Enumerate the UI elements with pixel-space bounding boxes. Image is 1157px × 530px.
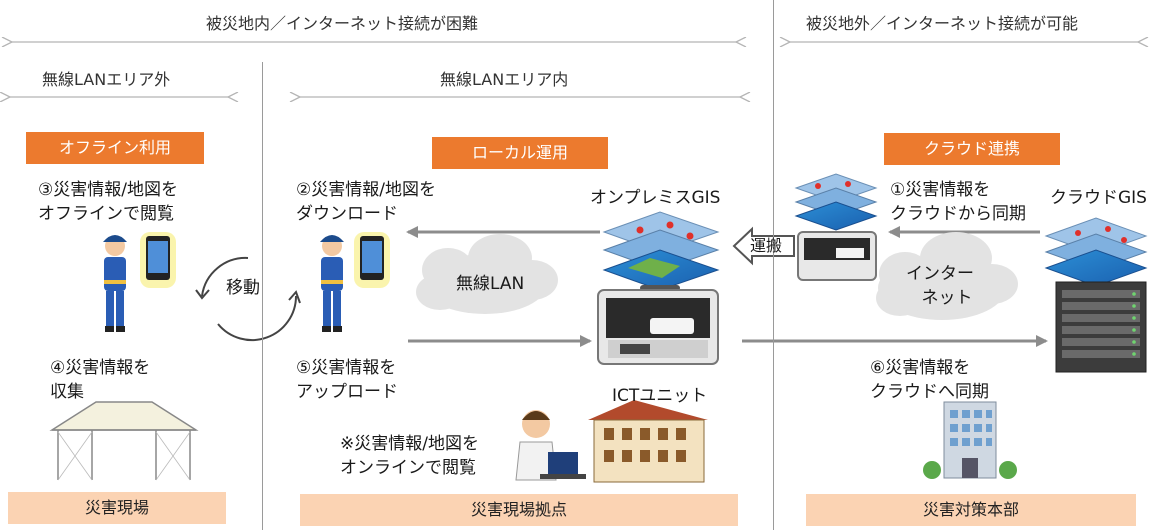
onprem-gis-label: オンプレミスGIS: [590, 188, 721, 208]
step3-line1: ③災害情報/地図を: [38, 180, 178, 200]
internet-line1: インター: [906, 264, 974, 284]
server-rack-icon: [1055, 281, 1147, 373]
internet-line2: ネット: [921, 288, 973, 308]
wlan-cloud-icon: [416, 234, 558, 314]
tag-cloud-link: クラウド連携: [884, 133, 1060, 165]
person-laptop-icon: [515, 410, 586, 481]
smartphone-icon-local: [354, 232, 390, 288]
transported-gis-icon: [794, 173, 878, 281]
zone-header-outside: 被災地外／インターネット接続が可能: [806, 14, 1079, 33]
step3-text: ③災害情報/地図を オフラインで閲覧: [38, 178, 178, 226]
onprem-gis-layers-icon: [602, 211, 720, 291]
step4-line2: 収集: [50, 382, 84, 402]
step6-line2: クラウドへ同期: [870, 382, 989, 402]
wlan-label: 無線LAN: [456, 274, 525, 294]
firefighter-icon-local: [320, 235, 344, 332]
step2-line2: ダウンロード: [296, 204, 398, 224]
transport-arrow-icon: [732, 226, 795, 266]
zone-header-lan-out: 無線LANエリア外: [42, 70, 171, 89]
hq-building-icon: [923, 401, 1017, 479]
ict-unit-suitcase-icon: [597, 285, 719, 365]
step1-line1: ①災害情報を: [890, 180, 991, 200]
online-view-note: ※災害情報/地図を オンラインで閲覧: [340, 432, 479, 480]
step3-line2: オフラインで閲覧: [38, 204, 174, 224]
step1-line2: クラウドから同期: [890, 204, 1026, 224]
internet-label: インター ネット: [906, 262, 974, 310]
internet-cloud-icon: [876, 232, 1018, 320]
smartphone-icon-offline: [140, 232, 176, 288]
step6-text: ⑥災害情報を クラウドへ同期: [870, 356, 989, 404]
move-cycle-icon: [195, 256, 301, 342]
step5-line2: アップロード: [296, 382, 398, 402]
tag-local-operation: ローカル運用: [432, 137, 608, 169]
note-line1: ※災害情報/地図を: [340, 434, 479, 454]
separator-site-base: [262, 62, 263, 530]
separator-base-hq: [773, 0, 774, 530]
step5-line1: ⑤災害情報を: [296, 358, 397, 378]
cloud-gis-layers-icon: [1044, 217, 1148, 287]
range-arrows: [10, 42, 1138, 97]
move-label: 移動: [226, 278, 260, 298]
transport-label: 運搬: [750, 236, 783, 255]
step2-text: ②災害情報/地図を ダウンロード: [296, 178, 436, 226]
flow-arrows: [406, 226, 1048, 347]
zone-header-inside: 被災地内／インターネット接続が困難: [206, 14, 479, 33]
zone-header-lan-in: 無線LANエリア内: [440, 70, 569, 89]
note-line2: オンラインで閲覧: [340, 458, 476, 478]
firefighter-icon-offline: [103, 235, 127, 332]
band-site-base: 災害現場拠点: [300, 494, 738, 526]
step2-line1: ②災害情報/地図を: [296, 180, 436, 200]
step6-line1: ⑥災害情報を: [870, 358, 971, 378]
band-hq: 災害対策本部: [806, 494, 1136, 526]
tag-offline-use: オフライン利用: [26, 132, 204, 164]
step1-text: ①災害情報を クラウドから同期: [890, 178, 1026, 226]
step4-text: ④災害情報を 収集: [50, 356, 150, 404]
step5-text: ⑤災害情報を アップロード: [296, 356, 398, 404]
tent-icon: [49, 401, 199, 481]
ict-building-icon: [588, 400, 708, 483]
step4-line1: ④災害情報を: [50, 358, 151, 378]
cloud-gis-label: クラウドGIS: [1050, 188, 1147, 208]
ict-unit-label: ICTユニット: [612, 386, 708, 406]
band-disaster-site: 災害現場: [8, 492, 226, 524]
